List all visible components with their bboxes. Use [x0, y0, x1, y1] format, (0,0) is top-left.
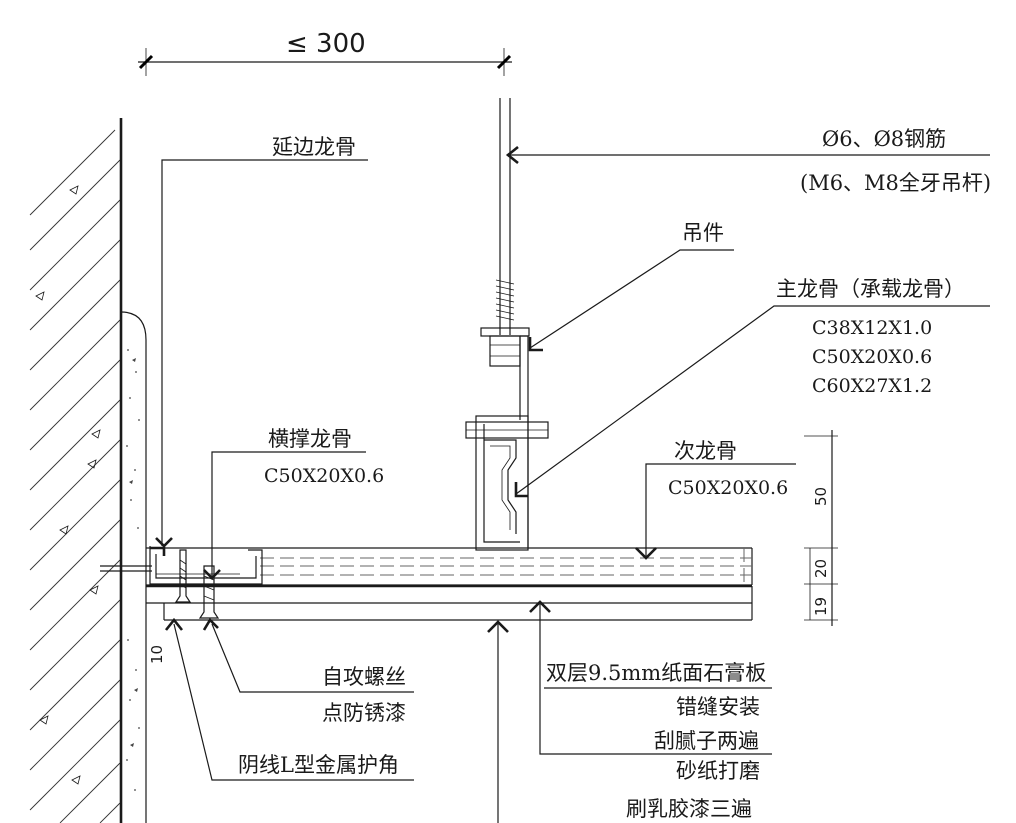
label-corner: 阴线L型金属护角: [238, 753, 399, 777]
label-main-keel: 主龙骨（承载龙骨）: [776, 277, 965, 301]
dim-19: 19: [812, 597, 830, 616]
main-keel: [475, 415, 529, 551]
label-hanger: 吊件: [682, 221, 724, 245]
gypsum-boards: [146, 584, 753, 621]
dim-50: 50: [812, 487, 830, 506]
label-antirust: 点防锈漆: [322, 701, 406, 725]
hanger-rod: [480, 98, 530, 367]
label-board: 双层9.5mm纸面石膏板: [546, 661, 766, 685]
label-rod: (M6、M8全牙吊杆): [800, 171, 991, 195]
secondary-keel: [146, 547, 753, 586]
side-dimensions: [804, 430, 838, 626]
label-stagger: 错缝安装: [676, 695, 760, 719]
label-main-spec-1: C38X12X1.0: [812, 317, 932, 339]
label-sub-keel: 次龙骨: [674, 439, 737, 463]
dim-20: 20: [812, 559, 830, 578]
hanger-plate: [465, 335, 549, 548]
top-dimension-text: ≤ 300: [286, 29, 366, 59]
dim-10: 10: [148, 645, 166, 664]
label-putty: 刮腻子两遍: [654, 729, 759, 753]
label-sub-spec: C50X20X0.6: [668, 477, 788, 499]
label-main-spec-3: C60X27X1.2: [812, 375, 932, 397]
leader-lines: [155, 145, 990, 823]
label-latex: 刷乳胶漆三遍: [626, 797, 752, 821]
render-dots: [126, 349, 140, 791]
label-main-spec-2: C50X20X0.6: [812, 346, 932, 368]
wall-hatch: [29, 129, 121, 823]
wall-anchor: [100, 565, 152, 572]
label-screw: 自攻螺丝: [322, 665, 406, 689]
wall-render-layer: [120, 311, 147, 823]
cross-keel-profile: [149, 546, 263, 585]
label-sand: 砂纸打磨: [676, 759, 760, 783]
label-cross-keel: 横撑龙骨: [268, 427, 352, 451]
label-cross-spec: C50X20X0.6: [264, 465, 384, 487]
label-edge-keel: 延边龙骨: [272, 135, 356, 159]
label-rebar: Ø6、Ø8钢筋: [822, 127, 946, 151]
top-dimension: [138, 48, 512, 76]
